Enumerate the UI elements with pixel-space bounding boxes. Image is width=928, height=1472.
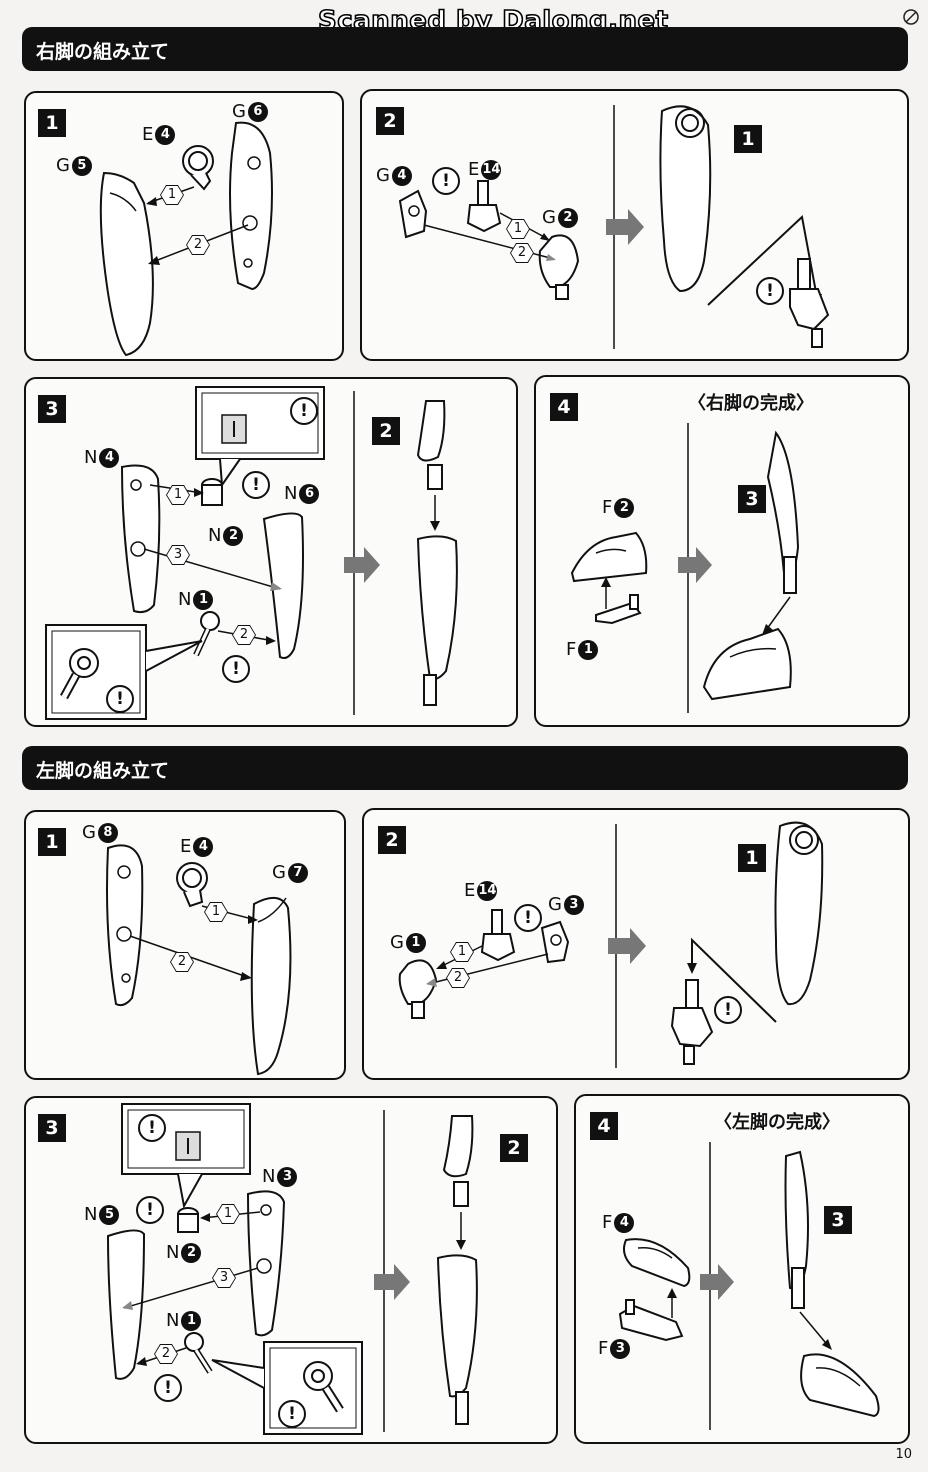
sequence-marker: 1	[216, 1204, 240, 1224]
caution-icon: !	[514, 904, 542, 932]
caution-icon: !	[222, 655, 250, 683]
caution-icon: !	[756, 277, 784, 305]
sequence-marker: 3	[166, 545, 190, 565]
lower-leg-assembly-illustration	[106, 1103, 478, 1435]
reference-step-badge: 2	[500, 1134, 528, 1162]
reference-step-badge: 3	[738, 485, 766, 513]
completion-title: 〈右脚の完成〉	[688, 393, 814, 414]
caution-icon: !	[138, 1114, 166, 1142]
sequence-marker: 1	[204, 902, 228, 922]
sequence-marker: 1	[506, 219, 530, 239]
caution-icon: !	[278, 1400, 306, 1428]
sequence-marker: 2	[510, 243, 534, 263]
knee-joint-illustration	[398, 105, 830, 349]
shoe-assembly-illustration	[570, 423, 800, 713]
sequence-marker: 1	[160, 185, 184, 205]
reference-step-badge: 1	[738, 844, 766, 872]
sequence-marker: 1	[450, 942, 474, 962]
sequence-marker: 2	[446, 968, 470, 988]
lower-leg-assembly-illustration	[45, 386, 458, 720]
section-header-right-leg: 右脚の組み立て	[22, 27, 908, 71]
caution-icon: !	[432, 167, 460, 195]
reference-step-badge: 1	[734, 125, 762, 153]
reference-step-badge: 3	[824, 1206, 852, 1234]
step-number: 2	[378, 826, 406, 854]
right-step-3-panel: 3	[24, 377, 518, 727]
page-number: 10	[895, 1447, 912, 1462]
caution-icon: !	[136, 1196, 164, 1224]
caution-icon: !	[242, 471, 270, 499]
caution-icon: !	[714, 996, 742, 1024]
sequence-marker: 2	[170, 952, 194, 972]
sequence-marker: 2	[232, 625, 256, 645]
knee-joint-illustration	[398, 821, 824, 1068]
step-number: 2	[376, 107, 404, 135]
step-number: 4	[550, 393, 578, 421]
leg-cover-parts-illustration	[106, 844, 292, 1076]
leg-cover-parts-illustration	[99, 121, 273, 357]
completion-title: 〈左脚の完成〉	[714, 1112, 840, 1133]
sequence-marker: 3	[212, 1268, 236, 1288]
shoe-assembly-illustration	[618, 1142, 880, 1430]
step-number: 3	[38, 1114, 66, 1142]
caution-icon: !	[154, 1374, 182, 1402]
step-number: 3	[38, 395, 66, 423]
sequence-marker: 1	[166, 485, 190, 505]
registration-mark-icon	[903, 9, 919, 25]
step-number: 1	[38, 109, 66, 137]
step-number: 4	[590, 1112, 618, 1140]
caution-icon: !	[106, 685, 134, 713]
step-number: 1	[38, 828, 66, 856]
reference-step-badge: 2	[372, 417, 400, 445]
left-step-3-panel: 3	[24, 1096, 558, 1444]
sequence-marker: 2	[186, 235, 210, 255]
sequence-marker: 2	[154, 1344, 178, 1364]
section-header-left-leg: 左脚の組み立て	[22, 746, 908, 790]
caution-icon: !	[290, 397, 318, 425]
